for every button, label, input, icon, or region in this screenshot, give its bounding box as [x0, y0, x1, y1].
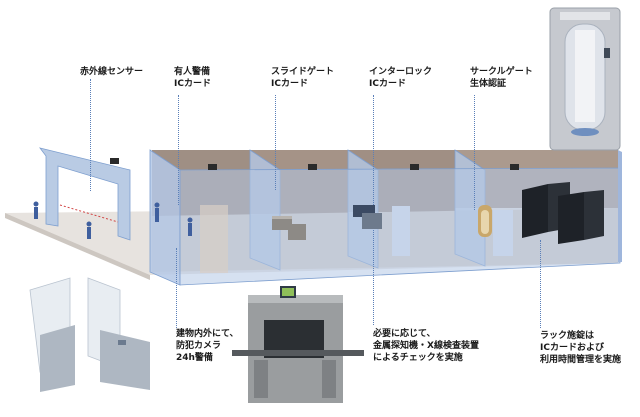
label-line: スライドゲート [271, 67, 335, 77]
circle-gate-booth [549, 7, 621, 151]
leader-line [540, 240, 541, 328]
flap-gate [29, 277, 150, 392]
camera-icon [110, 158, 119, 164]
camera-icon [410, 164, 419, 170]
label-line: 金属探知機・X線検査装置 [373, 341, 479, 351]
label-line: 赤外線センサー [80, 67, 144, 77]
camera-icon [208, 164, 217, 170]
leader-line [474, 95, 475, 210]
label-circle-gate: サークルゲート 生体認証 [470, 66, 533, 90]
circle-gate-small [478, 205, 492, 237]
label-line: 有人警備 [174, 67, 211, 77]
label-line: 生体認証 [470, 79, 507, 89]
label-slide-gate: スライドゲート ICカード [271, 66, 334, 90]
label-line: 防犯カメラ [176, 341, 222, 351]
leader-line [178, 95, 179, 205]
leader-line [90, 79, 91, 191]
leader-line [373, 230, 374, 325]
camera-icon [308, 164, 317, 170]
label-line: インターロック [369, 67, 433, 77]
label-line: ICカード [271, 79, 308, 89]
label-line: ICカードおよび [540, 343, 604, 353]
leader-line [176, 248, 177, 328]
label-line: 24h警備 [176, 353, 213, 363]
xray-machine [232, 286, 364, 403]
label-line: サークルゲート [470, 67, 533, 77]
label-line: によるチェックを実施 [373, 353, 463, 363]
slide-gate [272, 216, 306, 240]
label-infrared-sensor: 赤外線センサー [80, 66, 143, 78]
label-line: 必要に応じて、 [373, 329, 436, 339]
leader-line [373, 95, 374, 205]
leader-line [275, 95, 276, 190]
wall-end [618, 150, 622, 262]
label-line: ICカード [369, 79, 406, 89]
label-rack-lock: ラック施錠は ICカードおよび 利用時間管理を実施 [540, 330, 621, 366]
person-icon [33, 201, 193, 239]
server-racks [522, 182, 604, 244]
camera-icon [510, 164, 519, 170]
label-interlock: インターロック ICカード [369, 66, 432, 90]
label-line: ICカード [174, 79, 211, 89]
label-manned-guard: 有人警備 ICカード [174, 66, 211, 90]
interlock-scanner [353, 205, 382, 229]
label-cameras-guard: 建物内外にて、 防犯カメラ 24h警備 [176, 328, 239, 364]
label-inspection: 必要に応じて、 金属探知機・X線検査装置 によるチェックを実施 [373, 328, 479, 364]
label-line: 利用時間管理を実施 [540, 355, 622, 365]
label-line: 建物内外にて、 [176, 329, 239, 339]
label-line: ラック施錠は [540, 331, 595, 341]
infrared-arch [39, 147, 131, 241]
